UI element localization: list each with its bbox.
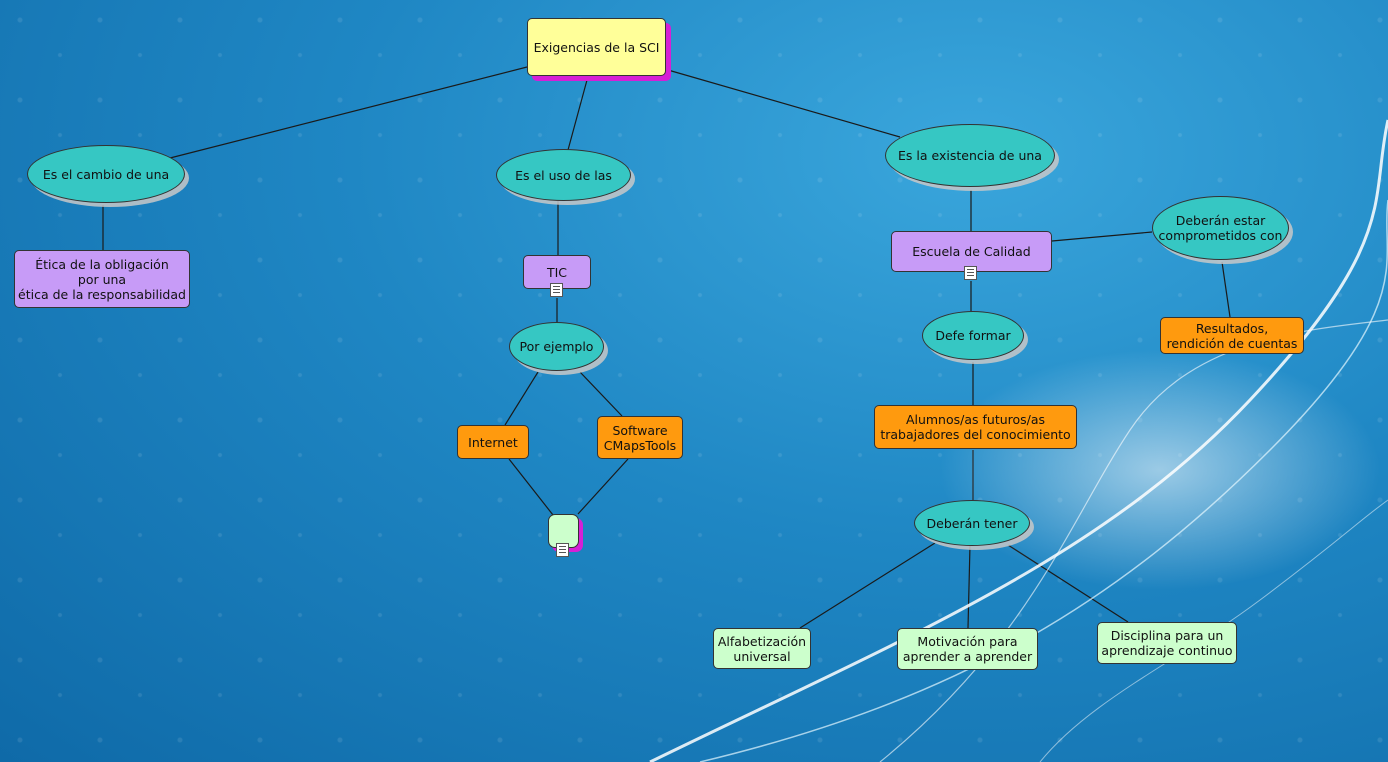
- link-phrase-deberan-tener-label: Deberán tener: [926, 515, 1018, 531]
- line-root-uso: [567, 79, 588, 151]
- concept-escuela-label: Escuela de Calidad: [912, 244, 1031, 259]
- link-phrase-deberan-tener[interactable]: Deberán tener: [914, 500, 1030, 546]
- link-phrase-comprometidos[interactable]: Deberán estar comprometidos con: [1152, 196, 1289, 260]
- concept-alumnos[interactable]: Alumnos/as futuros/as trabajadores del c…: [874, 405, 1077, 449]
- concept-escuela[interactable]: Escuela de Calidad: [891, 231, 1052, 272]
- concept-etica[interactable]: Ética de la obligación por una ética de …: [14, 250, 190, 308]
- concept-tic-label: TIC: [546, 264, 568, 280]
- link-phrase-existencia-label: Es la existencia de una: [898, 148, 1042, 163]
- link-phrase-cambio-label: Es el cambio de una: [42, 166, 170, 182]
- concept-internet[interactable]: Internet: [457, 425, 529, 459]
- concept-etica-label: Ética de la obligación por una ética de …: [18, 256, 186, 302]
- resource-document-icon[interactable]: [964, 266, 977, 280]
- concept-disciplina-label: Disciplina para un aprendizaje continuo: [1101, 628, 1233, 658]
- link-phrase-por-ejemplo-label: Por ejemplo: [519, 339, 594, 354]
- line-ejemplo-internet: [504, 371, 539, 426]
- concept-motivacion-label: Motivación para aprender a aprender: [902, 634, 1033, 664]
- line-deberan-alfabetizacion: [799, 542, 936, 629]
- line-internet-blank: [508, 458, 554, 516]
- resource-document-icon[interactable]: [556, 543, 569, 557]
- line-escuela-comprometidos: [1051, 231, 1153, 242]
- root-concept-node[interactable]: Exigencias de la SCI: [527, 18, 666, 76]
- line-ejemplo-software: [579, 371, 623, 417]
- link-phrase-uso-label: Es el uso de las: [515, 167, 612, 183]
- line-deberan-motivacion: [967, 544, 971, 629]
- concept-alfabetizacion[interactable]: Alfabetización universal: [713, 628, 811, 669]
- concept-alumnos-label: Alumnos/as futuros/as trabajadores del c…: [880, 412, 1071, 442]
- root-concept-label: Exigencias de la SCI: [533, 39, 660, 55]
- line-software-blank: [577, 458, 629, 515]
- link-phrase-comprometidos-label: Deberán estar comprometidos con: [1158, 213, 1283, 243]
- link-phrase-por-ejemplo[interactable]: Por ejemplo: [509, 322, 604, 371]
- concept-resultados[interactable]: Resultados, rendición de cuentas: [1160, 317, 1304, 354]
- concept-blank-resource[interactable]: [548, 514, 579, 548]
- concept-internet-label: Internet: [468, 434, 518, 450]
- concept-software-label: Software CMapsTools: [603, 422, 677, 453]
- link-phrase-uso[interactable]: Es el uso de las: [496, 149, 631, 201]
- concept-motivacion[interactable]: Motivación para aprender a aprender: [897, 628, 1038, 670]
- link-phrase-cambio[interactable]: Es el cambio de una: [27, 145, 185, 203]
- resource-document-icon[interactable]: [550, 283, 563, 297]
- link-phrase-defe-formar-label: Defe formar: [935, 328, 1011, 343]
- concept-resultados-label: Resultados, rendición de cuentas: [1166, 320, 1298, 351]
- concept-disciplina[interactable]: Disciplina para un aprendizaje continuo: [1097, 622, 1237, 664]
- concept-software[interactable]: Software CMapsTools: [597, 416, 683, 459]
- line-comprometidos-resultados: [1221, 261, 1231, 318]
- line-root-existencia: [667, 69, 901, 138]
- link-phrase-defe-formar[interactable]: Defe formar: [922, 311, 1024, 360]
- line-root-cambio: [169, 66, 528, 159]
- concept-alfabetizacion-label: Alfabetización universal: [717, 633, 807, 664]
- link-phrase-existencia[interactable]: Es la existencia de una: [885, 124, 1055, 187]
